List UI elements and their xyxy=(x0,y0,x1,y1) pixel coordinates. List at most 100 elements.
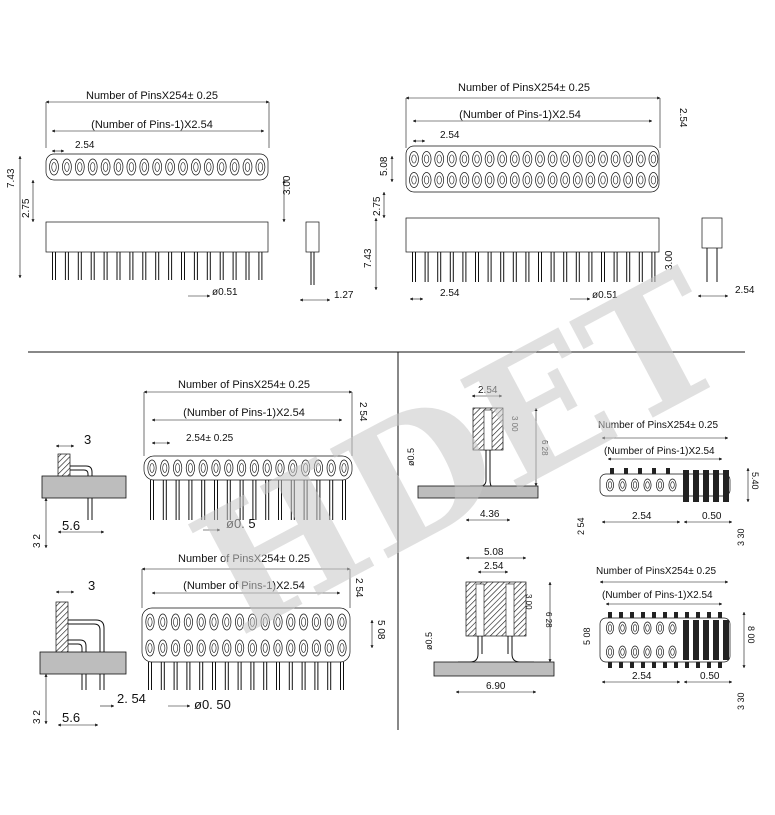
tl-total-length-label: Number of PinsX254± 0.25 xyxy=(86,90,218,102)
smt-pad xyxy=(723,620,729,660)
contact-hole-inner xyxy=(275,617,281,627)
bl-pitch-span-label: (Number of Pins-1)X2.54 xyxy=(183,580,305,592)
contact-hole xyxy=(618,621,627,635)
contact-hole-inner xyxy=(537,175,543,185)
contact-hole xyxy=(509,172,520,188)
smt-pad xyxy=(718,612,722,618)
mrs-foot: 4.36 xyxy=(480,509,500,520)
contact-hole-inner xyxy=(645,648,650,656)
contact-hole-inner xyxy=(650,175,656,185)
contact-hole xyxy=(560,151,571,167)
contact-hole-inner xyxy=(90,162,96,172)
contact-hole xyxy=(610,151,621,167)
contact-hole xyxy=(643,478,652,492)
tr-row-spacing: 5.08 xyxy=(379,156,390,176)
contact-hole-inner xyxy=(160,617,166,627)
contact-hole-inner xyxy=(424,154,430,164)
contact-hole-inner xyxy=(193,162,199,172)
contact-hole xyxy=(165,158,175,176)
contact-hole-inner xyxy=(180,162,186,172)
contact-hole-inner xyxy=(550,154,556,164)
contact-hole xyxy=(535,151,545,167)
brs-pin-dia: ø0.5 xyxy=(424,632,434,650)
contact-hole xyxy=(585,172,596,188)
contact-hole-inner xyxy=(600,175,606,185)
contact-hole xyxy=(446,151,457,167)
contact-hole xyxy=(222,613,232,631)
contact-hole xyxy=(209,613,219,631)
brs-housing xyxy=(465,581,527,637)
contact-hole xyxy=(229,158,240,176)
contact-hole-inner xyxy=(262,643,268,653)
contact-hole xyxy=(100,158,111,176)
smt-pad xyxy=(718,662,722,668)
contact-hole-inner xyxy=(449,154,455,164)
contact-hole xyxy=(497,172,508,188)
contact-hole xyxy=(247,639,257,657)
smt-pad xyxy=(663,612,667,618)
smt-single-row-view: Number of PinsX254± 0.25 (Number of Pins… xyxy=(576,420,760,546)
contact-hole-inner xyxy=(499,175,505,185)
contact-hole xyxy=(196,613,206,631)
contact-hole xyxy=(560,172,571,188)
contact-hole-inner xyxy=(632,648,638,656)
contact-hole-inner xyxy=(277,463,283,473)
contact-hole-inner xyxy=(224,643,230,653)
contact-hole-inner xyxy=(64,162,70,172)
contact-hole-inner xyxy=(154,162,160,172)
brs-foot: 6.90 xyxy=(486,681,506,692)
ml-pins xyxy=(150,480,346,520)
smt-pad xyxy=(619,662,623,668)
contact-hole-inner xyxy=(128,162,134,172)
smt-pad xyxy=(608,662,612,668)
contact-hole-inner xyxy=(162,463,168,473)
contact-hole xyxy=(209,639,219,657)
contact-hole xyxy=(237,459,247,477)
contact-hole xyxy=(459,172,470,188)
smt-pad xyxy=(707,662,711,668)
contact-hole xyxy=(434,172,445,188)
tr-total-length-label: Number of PinsX254± 0.25 xyxy=(458,82,590,94)
contact-hole xyxy=(623,151,634,167)
smt-pad xyxy=(723,470,729,502)
contact-hole xyxy=(668,478,677,492)
contact-hole xyxy=(273,613,283,631)
bl-pitch-bottom: 2. 54 xyxy=(117,691,146,706)
smt-pad xyxy=(693,470,699,502)
contact-hole xyxy=(87,158,98,176)
contact-hole-inner xyxy=(249,617,255,627)
bl-top-dim: 3 xyxy=(88,578,95,593)
contact-hole-inner xyxy=(339,617,345,627)
contact-hole-inner xyxy=(301,617,306,627)
ml-height-dim: 3 2 xyxy=(32,534,43,548)
mrs-height: 6 28 xyxy=(540,440,549,456)
contact-hole xyxy=(311,613,321,631)
ml-pitch-label: 2.54± 0.25 xyxy=(186,433,234,444)
brs-length: 3 00 xyxy=(524,594,533,610)
contact-hole-inner xyxy=(244,162,251,172)
top-left-single-row-view: Number of PinsX254± 0.25 (Number of Pins… xyxy=(6,90,354,302)
smt-pad xyxy=(674,662,678,668)
tl-pitch-label: 2.54 xyxy=(75,140,95,151)
contact-hole-inner xyxy=(185,643,191,653)
contact-hole xyxy=(610,172,621,188)
contact-hole xyxy=(547,151,558,167)
contact-hole-inner xyxy=(638,154,644,164)
contact-hole-inner xyxy=(461,154,467,164)
contact-hole xyxy=(606,478,614,492)
contact-hole xyxy=(648,172,659,188)
contact-hole xyxy=(668,621,677,635)
contact-hole xyxy=(126,158,137,176)
contact-hole-inner xyxy=(657,481,663,489)
tl-pin-dia: ø0.51 xyxy=(212,287,238,298)
contact-hole xyxy=(656,478,664,492)
contact-hole-inner xyxy=(620,624,625,632)
mid-right-side-profile: 2.54 3 00 6 28 ø0.5 4.36 xyxy=(406,385,549,522)
contact-hole xyxy=(152,158,163,176)
bl-socket-body xyxy=(141,607,351,663)
contact-hole xyxy=(643,645,652,659)
contact-hole-inner xyxy=(51,162,57,172)
tl-height-total: 7.43 xyxy=(6,168,17,188)
contact-hole-inner xyxy=(575,154,581,164)
contact-hole-inner xyxy=(239,463,244,473)
